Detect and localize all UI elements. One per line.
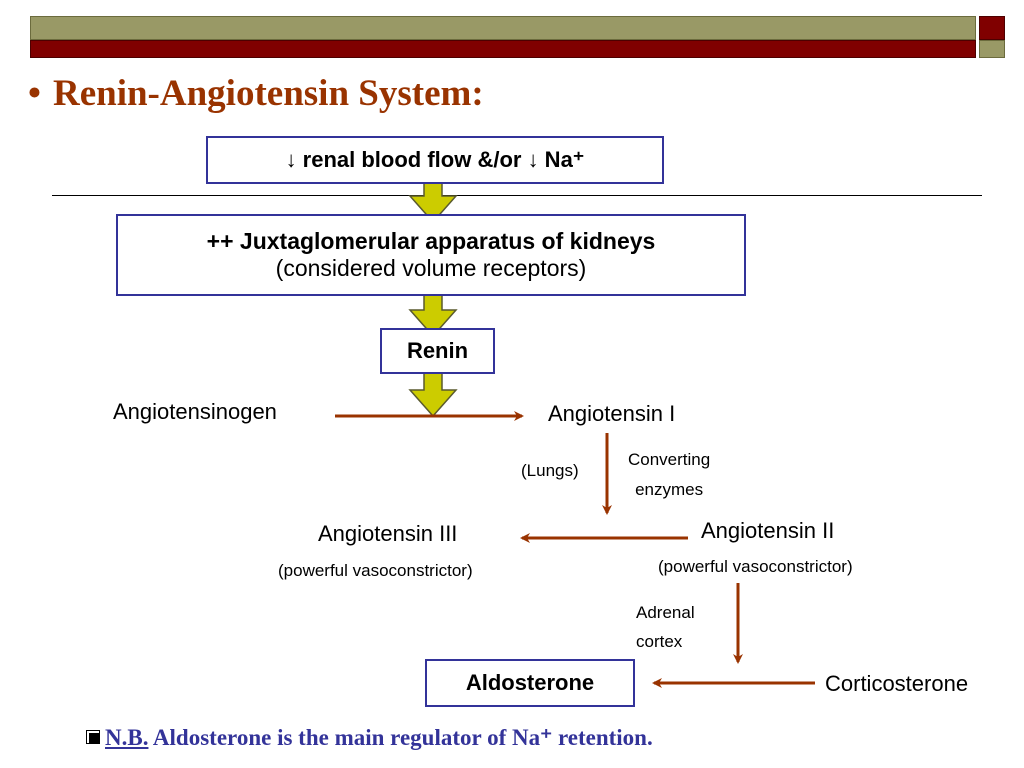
jga-title: ++ Juxtaglomerular apparatus of kidneys <box>206 228 656 254</box>
header-bar-olive <box>30 16 976 40</box>
adrenal-line1: Adrenal <box>636 603 695 622</box>
angiotensin3-label: Angiotensin III <box>318 521 458 546</box>
renin-box: Renin <box>380 328 495 374</box>
header-square-red <box>979 16 1005 40</box>
converting-line1: Converting <box>628 450 711 469</box>
angiotensin2-label: Angiotensin II <box>701 518 835 543</box>
slide-title: • Renin-Angiotensin System: <box>28 72 484 115</box>
adrenal-cortex-label: Adrenal cortex <box>636 598 695 656</box>
lungs-label: (Lungs) <box>521 461 579 480</box>
nb-text: Aldosterone is the main regulator of Na⁺… <box>148 725 653 750</box>
aldosterone-label: Aldosterone <box>465 670 595 695</box>
checkbox-bullet-icon <box>86 730 100 744</box>
aldosterone-box: Aldosterone <box>425 659 635 707</box>
jga-subtitle: (considered volume receptors) <box>275 255 587 281</box>
angiotensin3-note: (powerful vasoconstrictor) <box>278 561 473 580</box>
converting-line2: enzymes <box>635 480 704 499</box>
title-bullet: • <box>28 73 41 114</box>
converting-enzymes-label: Converting enzymes <box>628 445 710 505</box>
adrenal-line2: cortex <box>636 632 683 651</box>
header-square-olive <box>979 40 1005 58</box>
corticosterone-label: Corticosterone <box>825 671 969 696</box>
angiotensin1-label: Angiotensin I <box>548 401 676 426</box>
footnote: N.B. Aldosterone is the main regulator o… <box>86 725 653 751</box>
trigger-box: ↓ renal blood flow &/or ↓ Na⁺ <box>206 136 664 184</box>
title-text: Renin-Angiotensin System: <box>52 73 484 114</box>
angiotensinogen-label: Angiotensinogen <box>113 399 277 424</box>
divider-line <box>52 195 982 196</box>
renin-label: Renin <box>406 338 469 363</box>
angiotensin2-note: (powerful vasoconstrictor) <box>658 557 853 576</box>
trigger-text: ↓ renal blood flow &/or ↓ Na⁺ <box>285 147 585 172</box>
header-bar-red <box>30 40 976 58</box>
jga-box: ++ Juxtaglomerular apparatus of kidneys … <box>116 214 746 296</box>
nb-label: N.B. <box>105 725 149 750</box>
